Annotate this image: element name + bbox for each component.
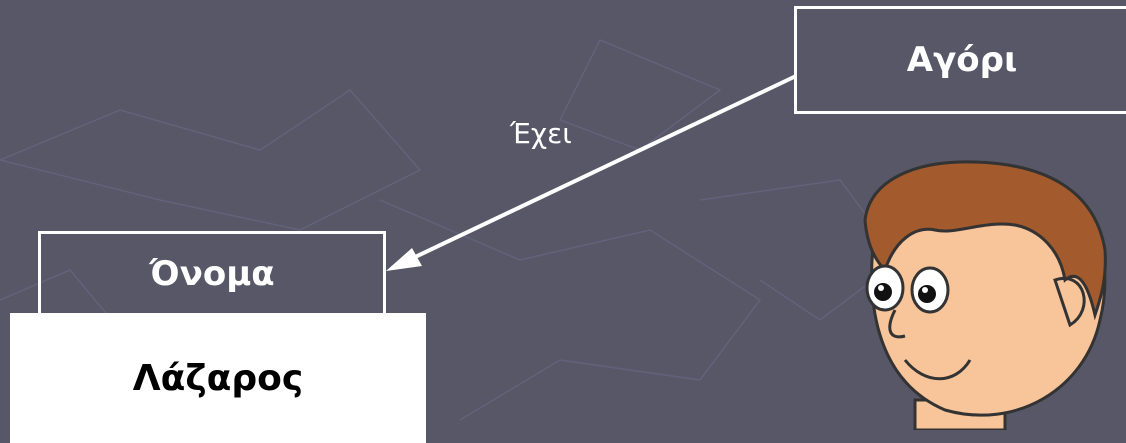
boy-illustration [863, 160, 1107, 430]
attribute-box: Όνομα [38, 231, 386, 317]
source-entity-box: Αγόρι [794, 6, 1126, 114]
attribute-label: Όνομα [149, 254, 275, 294]
relation-label: Έχει [510, 117, 572, 150]
attribute-value: Λάζαρος [132, 357, 304, 399]
attribute-value-box: Λάζαρος [10, 313, 426, 443]
relation-arrow [386, 74, 797, 271]
source-entity-label: Αγόρι [906, 40, 1018, 80]
